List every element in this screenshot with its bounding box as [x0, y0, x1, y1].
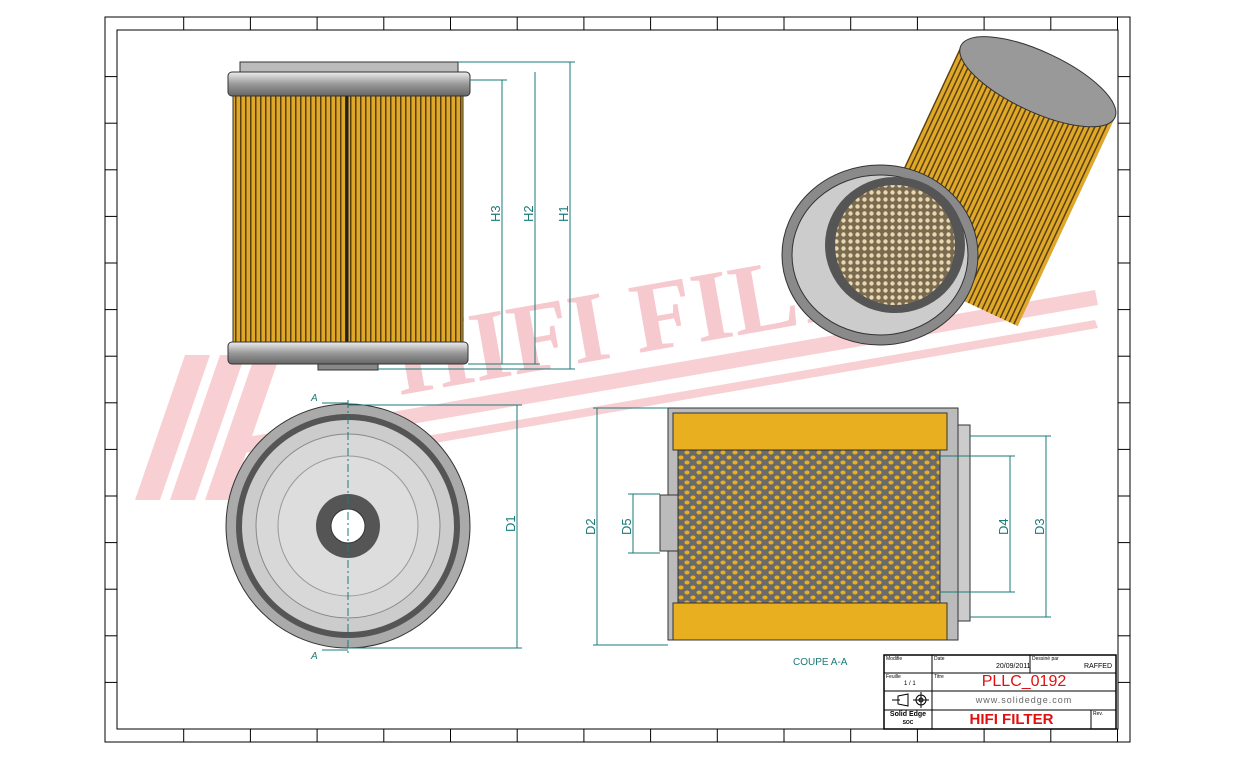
label-sheet: Feuille: [886, 674, 901, 680]
outer-border: [104, 16, 1131, 743]
drawn-by-value: RAFFED: [1084, 663, 1112, 670]
dim-h2: H2: [521, 205, 536, 222]
inner-border: [116, 29, 1119, 730]
symbol-projection-icon: [892, 692, 929, 708]
label-rev: Rev.: [1093, 711, 1103, 717]
zone-ticks: [105, 17, 1130, 742]
section-view: [659, 407, 971, 641]
dim-d4: D4: [996, 518, 1011, 535]
label-date: Date: [934, 656, 945, 662]
software-name: Solid Edge: [889, 711, 927, 718]
iso-view: [781, 36, 1117, 346]
sheet-value: 1 / 1: [904, 681, 916, 687]
dim-h1: H1: [556, 205, 571, 222]
company-name: HIFI FILTER: [969, 711, 1054, 728]
dim-h3: H3: [488, 205, 503, 222]
label-title: Titre: [934, 674, 944, 680]
section-caption: COUPE A-A: [793, 657, 848, 668]
part-number: PLLC_0192: [981, 673, 1067, 690]
dim-d5: D5: [619, 518, 634, 535]
website: www.solidedge.com: [975, 695, 1073, 705]
front-dimensions: [378, 61, 575, 370]
title-block: [883, 654, 1117, 730]
dim-d1: D1: [503, 515, 518, 532]
software-sub: SOC: [902, 720, 914, 726]
date-value: 20/09/2011: [996, 663, 1031, 670]
front-view: [227, 61, 471, 371]
bottom-view: [225, 400, 471, 655]
dim-d2: D2: [583, 518, 598, 535]
label-drawn-by: Dessiné par: [1032, 656, 1059, 662]
label-modified: Modifie: [886, 656, 903, 662]
section-mark-top: A: [310, 393, 318, 404]
section-mark-bottom: A: [310, 651, 318, 662]
dim-d3: D3: [1032, 518, 1047, 535]
